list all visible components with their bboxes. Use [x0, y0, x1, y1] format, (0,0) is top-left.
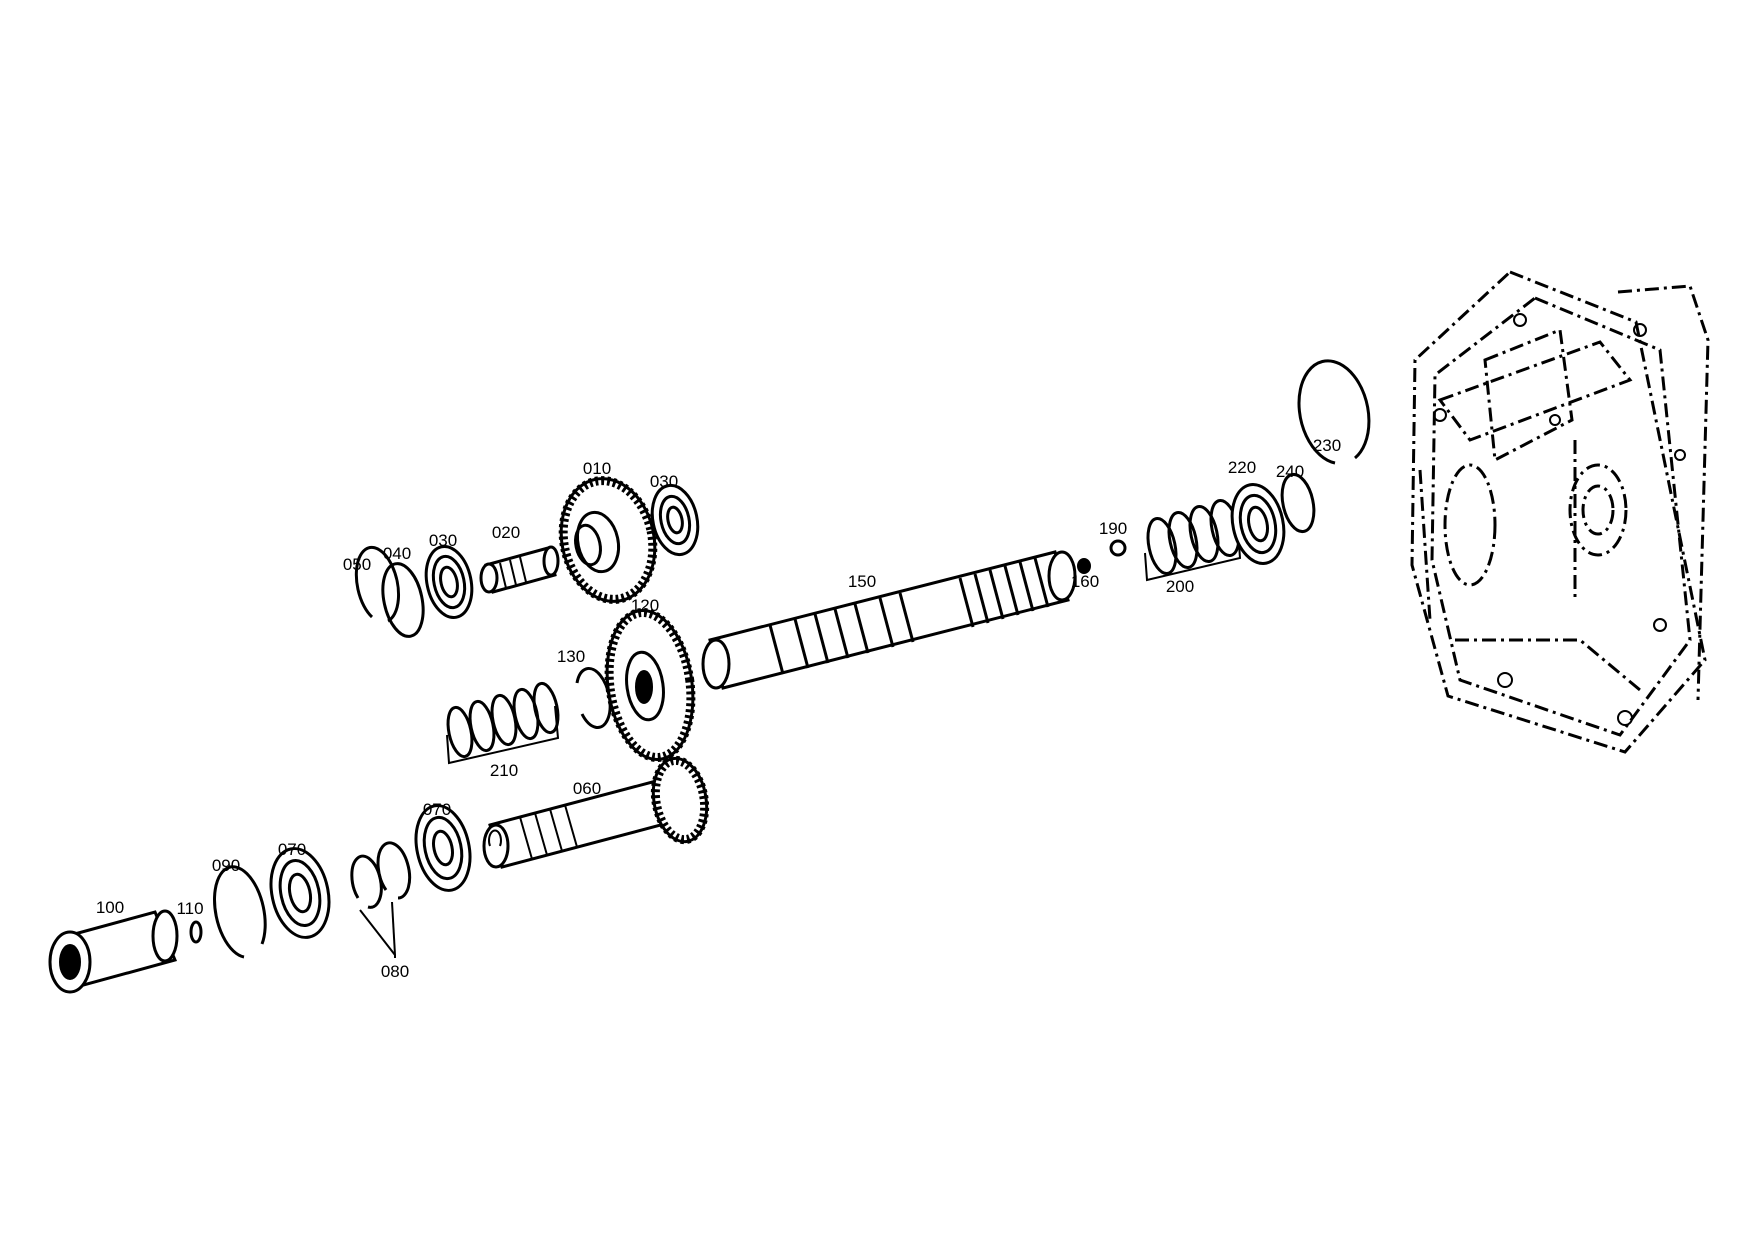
transmission-housing: [1410, 270, 1710, 754]
leader-080: [359, 901, 396, 958]
bearing-030-right: [650, 483, 700, 557]
label-060: 060: [573, 779, 601, 798]
ring-080-a: [350, 854, 383, 909]
label-040: 040: [383, 544, 411, 563]
label-020: 020: [492, 523, 520, 542]
shaft-020: [479, 545, 560, 594]
label-070-left: 070: [278, 840, 306, 859]
snap-ring-090: [213, 865, 267, 959]
label-120: 120: [631, 596, 659, 615]
label-090: 090: [212, 856, 240, 875]
label-030-left: 030: [429, 531, 457, 550]
label-100: 100: [96, 898, 124, 917]
snap-ring-230: [1297, 359, 1371, 465]
pinion-shaft-060: [482, 755, 710, 869]
ring-040: [381, 562, 425, 638]
gear-010: [558, 476, 658, 604]
label-160: 160: [1071, 572, 1099, 591]
label-050: 050: [343, 555, 371, 574]
sleeve-100: [48, 909, 179, 994]
bearing-220: [1230, 483, 1286, 565]
label-010: 010: [583, 459, 611, 478]
spring-set-200: [1144, 498, 1242, 582]
ring-240: [1280, 472, 1316, 534]
ring-080-b: [376, 841, 412, 900]
ball-160: [1077, 558, 1091, 574]
label-240: 240: [1276, 462, 1304, 481]
label-070-right: 070: [423, 800, 451, 819]
bearing-030-left: [424, 544, 474, 620]
snap-ring-050: [354, 545, 401, 623]
ring-110: [189, 920, 203, 944]
label-230: 230: [1313, 436, 1341, 455]
spring-set-210: [446, 681, 560, 765]
label-200: 200: [1166, 577, 1194, 596]
label-150: 150: [848, 572, 876, 591]
label-210: 210: [490, 761, 518, 780]
main-shaft-150: [701, 550, 1077, 690]
bearing-070-left: [269, 847, 331, 939]
bearing-070-right: [414, 804, 472, 892]
pin-190: [1109, 539, 1127, 557]
label-080: 080: [381, 962, 409, 981]
gear-120: [604, 607, 696, 763]
label-190: 190: [1099, 519, 1127, 538]
label-110: 110: [176, 899, 203, 918]
label-130: 130: [557, 647, 585, 666]
label-220: 220: [1228, 458, 1256, 477]
label-030-right: 030: [650, 472, 678, 491]
part-labels: 010 030 020 030 040 050 150 120 130 210 …: [96, 436, 1341, 981]
